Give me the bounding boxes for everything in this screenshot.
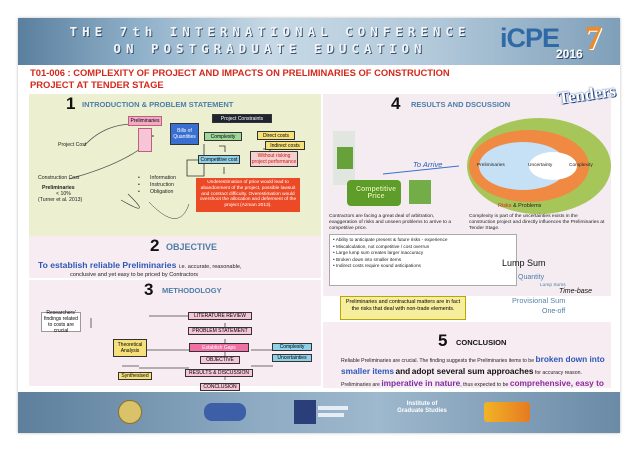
conclusion-highlight: broken down into smaller items xyxy=(341,354,605,376)
results-bullet: • Large lump sum creates larger inaccura… xyxy=(333,250,424,256)
section-number-5: 5 xyxy=(438,331,448,350)
logo-text: iCPE xyxy=(500,23,560,53)
bullet-dots: ••• xyxy=(138,175,140,195)
direct-costs-box: Direct costs xyxy=(257,131,295,140)
partner-logo xyxy=(484,402,530,422)
synthesised-box: Synthesised xyxy=(118,372,152,380)
intro-bullets: Information Instruction Obligation xyxy=(144,175,176,196)
methodology-lines xyxy=(90,315,273,380)
problem-statement-box: PROBLEM STATEMENT xyxy=(188,327,252,335)
logo-seven: 7 xyxy=(585,20,602,57)
conclusion-highlight: adopt several sum approaches xyxy=(411,366,534,376)
intro-bullet: Obligation xyxy=(150,189,174,195)
indirect-costs-box: Indirect costs xyxy=(265,141,305,150)
risks-word: Risks xyxy=(498,203,512,209)
conference-header: THE 7th INTERNATIONAL CONFERENCE ON POST… xyxy=(18,18,620,65)
competitive-price-label: Competitive Price xyxy=(355,186,397,200)
results-bullet: • Broken down into smaller items xyxy=(333,256,402,262)
sponsor-footer: Institute of Graduate Studies xyxy=(18,392,620,433)
objective-rest: i.e. accurate, reasonable, xyxy=(178,264,242,270)
preliminaries-box: Preliminaries xyxy=(128,116,162,126)
citation-label: (Turner et al. 2013) xyxy=(38,197,83,203)
complexity-method-box: Complexity xyxy=(272,343,312,351)
icpe-logo: iCPE 2016 7 xyxy=(500,20,616,62)
university-name-mark xyxy=(318,406,348,410)
objective-box: OBJECTIVE xyxy=(200,356,240,364)
university-crest-logo xyxy=(294,400,316,424)
inside-mid-label: Uncertainty xyxy=(528,163,553,168)
conclusion-part: Reliable Preliminaries are crucial. The … xyxy=(341,358,535,364)
results-bullet: • Indirect costs require sound anticipat… xyxy=(333,263,421,269)
intro-bullet: Instruction xyxy=(150,182,174,188)
risks-label: Risks & Problems xyxy=(498,203,541,209)
theoretical-analysis-box: Theoretical Analysis xyxy=(113,339,147,357)
results-bullet: • Miscalculation, not competitive / cost… xyxy=(333,243,430,249)
mydegs-logo xyxy=(204,403,246,421)
competitive-cost-box: Competitive cost xyxy=(198,155,240,164)
provisional-sum-label: Provisional Sum xyxy=(512,296,566,305)
quantity-label: Quantity xyxy=(518,274,545,281)
header-line-1: THE 7th INTERNATIONAL CONFERENCE xyxy=(69,24,471,39)
conclusion-heading: CONCLUSION xyxy=(456,338,507,347)
results-bullet: • Ability to anticipate present & future… xyxy=(333,237,448,242)
complexity-box: Complexity xyxy=(204,132,242,141)
inside-right-label: Complexity xyxy=(569,163,593,168)
section-number-3: 3 xyxy=(144,280,154,299)
underestimation-note: Underestimation of price would lead to a… xyxy=(196,178,300,212)
project-constraints-box: Project Constraints xyxy=(212,114,272,123)
conclusion-box: CONCLUSION xyxy=(200,383,240,391)
lump-sum-label: Lump Sum xyxy=(502,258,546,268)
conclusion-part: for accuracy reason. Preliminaries are xyxy=(341,370,582,388)
construction-cost-label: Construction Cost xyxy=(38,175,80,181)
conclusion-part: and xyxy=(395,366,411,376)
literature-review-box: LITERATURE REVIEW xyxy=(188,312,252,320)
to-arrive-label: To Arrive xyxy=(413,160,443,169)
time-base-label: Time-base xyxy=(559,288,593,295)
section-number-1: 1 xyxy=(66,94,76,113)
preliminaries-pile xyxy=(138,128,152,152)
header-line-2: ON POSTGRADUATE EDUCATION xyxy=(113,41,427,56)
results-column-1: Contractors are facing a great deal of a… xyxy=(329,214,452,232)
conclusion-section xyxy=(323,322,611,388)
one-off-label: One-off xyxy=(542,308,566,315)
results-discussion-box: RESULTS & DISCUSSION xyxy=(185,369,253,377)
objective-bold: To establish reliable Preliminaries xyxy=(38,260,177,270)
objective-text: To establish reliable Preliminaries i.e.… xyxy=(38,260,322,270)
malaysia-crest-logo xyxy=(118,400,142,424)
percentage-label: < 10% xyxy=(56,191,71,197)
poster-title: T01-006 : COMPLEXITY OF PROJECT AND IMPA… xyxy=(30,67,450,90)
institute-graduate-studies-logo: Institute of Graduate Studies xyxy=(397,401,447,414)
poster: THE 7th INTERNATIONAL CONFERENCE ON POST… xyxy=(18,18,620,433)
section-number-2: 2 xyxy=(150,236,160,255)
methodology-heading: METHODOLOGY xyxy=(162,286,222,295)
conclusion-part: , thus expected to be xyxy=(460,382,509,388)
without-risking-box: Without risking project performance xyxy=(250,151,298,167)
conclusion-highlight: imperative in nature xyxy=(381,378,461,388)
establish-gaps-box: Establish Gaps xyxy=(189,343,249,352)
inside-left-label: Preliminaries xyxy=(477,163,505,168)
preliminaries-label: Preliminaries xyxy=(42,185,75,191)
results-diagram xyxy=(333,118,611,214)
lump-sums-label: Lump Sums xyxy=(540,283,566,288)
bills-of-quantities-box: Bills of Quantities xyxy=(170,123,199,145)
results-bullets: • Ability to anticipate present & future… xyxy=(329,234,517,286)
logo-year: 2016 xyxy=(556,47,583,61)
problems-word: & Problems xyxy=(512,203,542,209)
intro-bullet: Information xyxy=(150,175,176,181)
results-heading: RESULTS AND DSCUSSION xyxy=(411,100,511,109)
objective-heading: OBJECTIVE xyxy=(166,242,218,252)
uncertainties-box: Uncertainties xyxy=(272,354,312,362)
intro-heading: INTRODUCTION & PROBLEM STATEMENT xyxy=(82,100,234,109)
researchers-findings-box: Researchers' findings related to costs a… xyxy=(41,310,81,334)
project-cost-label: Project Cost xyxy=(58,142,87,148)
objective-section xyxy=(29,236,321,278)
risks-note: Preliminaries and contractual matters ar… xyxy=(340,296,466,320)
section-number-4: 4 xyxy=(391,94,401,113)
objective-line-2: conclusive and yet easy to be priced by … xyxy=(70,272,199,278)
results-column-2: Complexity is part of the uncertainties … xyxy=(469,214,605,232)
university-name-mark xyxy=(318,413,344,417)
